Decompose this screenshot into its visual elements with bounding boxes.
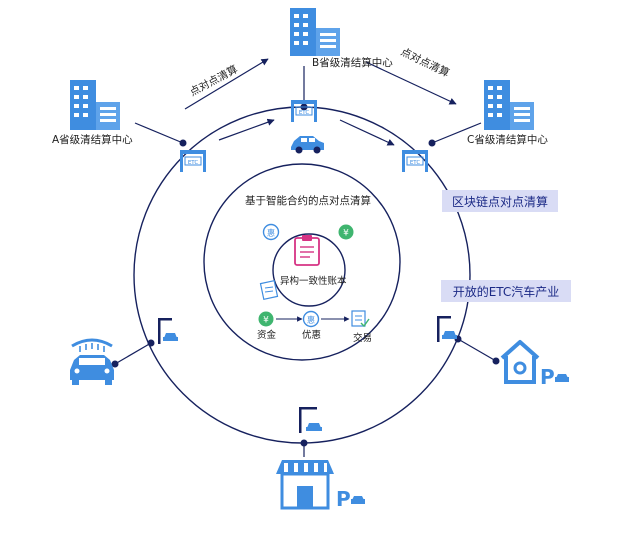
etc-gantry-icon: ETC [180, 150, 206, 172]
building-icon [70, 80, 120, 130]
building-icon [484, 80, 534, 130]
flow-trade-label: 交易 [353, 332, 372, 344]
open-etc-industry-tag: 开放的ETC汽车产业 [441, 280, 571, 302]
center-a-label: A省级清结算中心 [52, 133, 133, 146]
transaction-doc-icon [351, 310, 370, 328]
transaction-doc-icon [259, 280, 279, 300]
discount-coin-icon: 惠 [302, 310, 320, 328]
parking-sign-icon [437, 316, 457, 342]
discount-coin-icon: 惠 [262, 223, 280, 241]
building-icon [290, 8, 340, 56]
smart-home-parking-icon: P [500, 340, 569, 389]
svg-text:ETC: ETC [410, 160, 421, 166]
yuan-coin-icon: ¥ [258, 311, 274, 327]
yuan-coin-icon: ¥ [338, 224, 354, 240]
settle-right-label: 点对点清算 [399, 45, 452, 80]
connectors [111, 66, 500, 457]
center-b-label: B省级清结算中心 [312, 56, 393, 69]
svg-text:P: P [336, 487, 351, 511]
parking-sign-icon [299, 407, 322, 433]
svg-text:惠: 惠 [267, 228, 275, 238]
svg-text:¥: ¥ [343, 229, 349, 239]
parking-sign-icon [158, 318, 178, 344]
store-parking-icon: P [276, 460, 365, 511]
ledger-clipboard-icon [294, 235, 320, 266]
car-icon [291, 136, 324, 154]
middle-ring [203, 163, 401, 361]
arrow-b-to-c [365, 61, 457, 105]
etc-gantry-icon: ETC [402, 150, 428, 172]
inner-ring [272, 233, 346, 307]
svg-text:ETC: ETC [299, 110, 310, 116]
center-c-label: C省级清结算中心 [467, 133, 548, 146]
svg-text:ETC: ETC [188, 160, 199, 166]
svg-text:¥: ¥ [263, 316, 269, 326]
inner-title: 基于智能合约的点对点清算 [245, 194, 371, 207]
arrow-ring-right [339, 119, 395, 146]
car-wash-icon [70, 338, 114, 385]
etc-gantry-icon: ETC [291, 100, 317, 122]
arrow-a-to-b [184, 58, 269, 110]
ledger-label: 异构一致性账本 [280, 275, 347, 287]
arrow-ring-left [218, 118, 275, 141]
svg-text:P: P [540, 365, 555, 389]
flow-discount-label: 优惠 [302, 329, 321, 341]
flow-funds-label: 资金 [257, 329, 277, 341]
blockchain-settlement-tag: 区块链点对点清算 [442, 190, 558, 212]
svg-text:惠: 惠 [307, 315, 315, 325]
